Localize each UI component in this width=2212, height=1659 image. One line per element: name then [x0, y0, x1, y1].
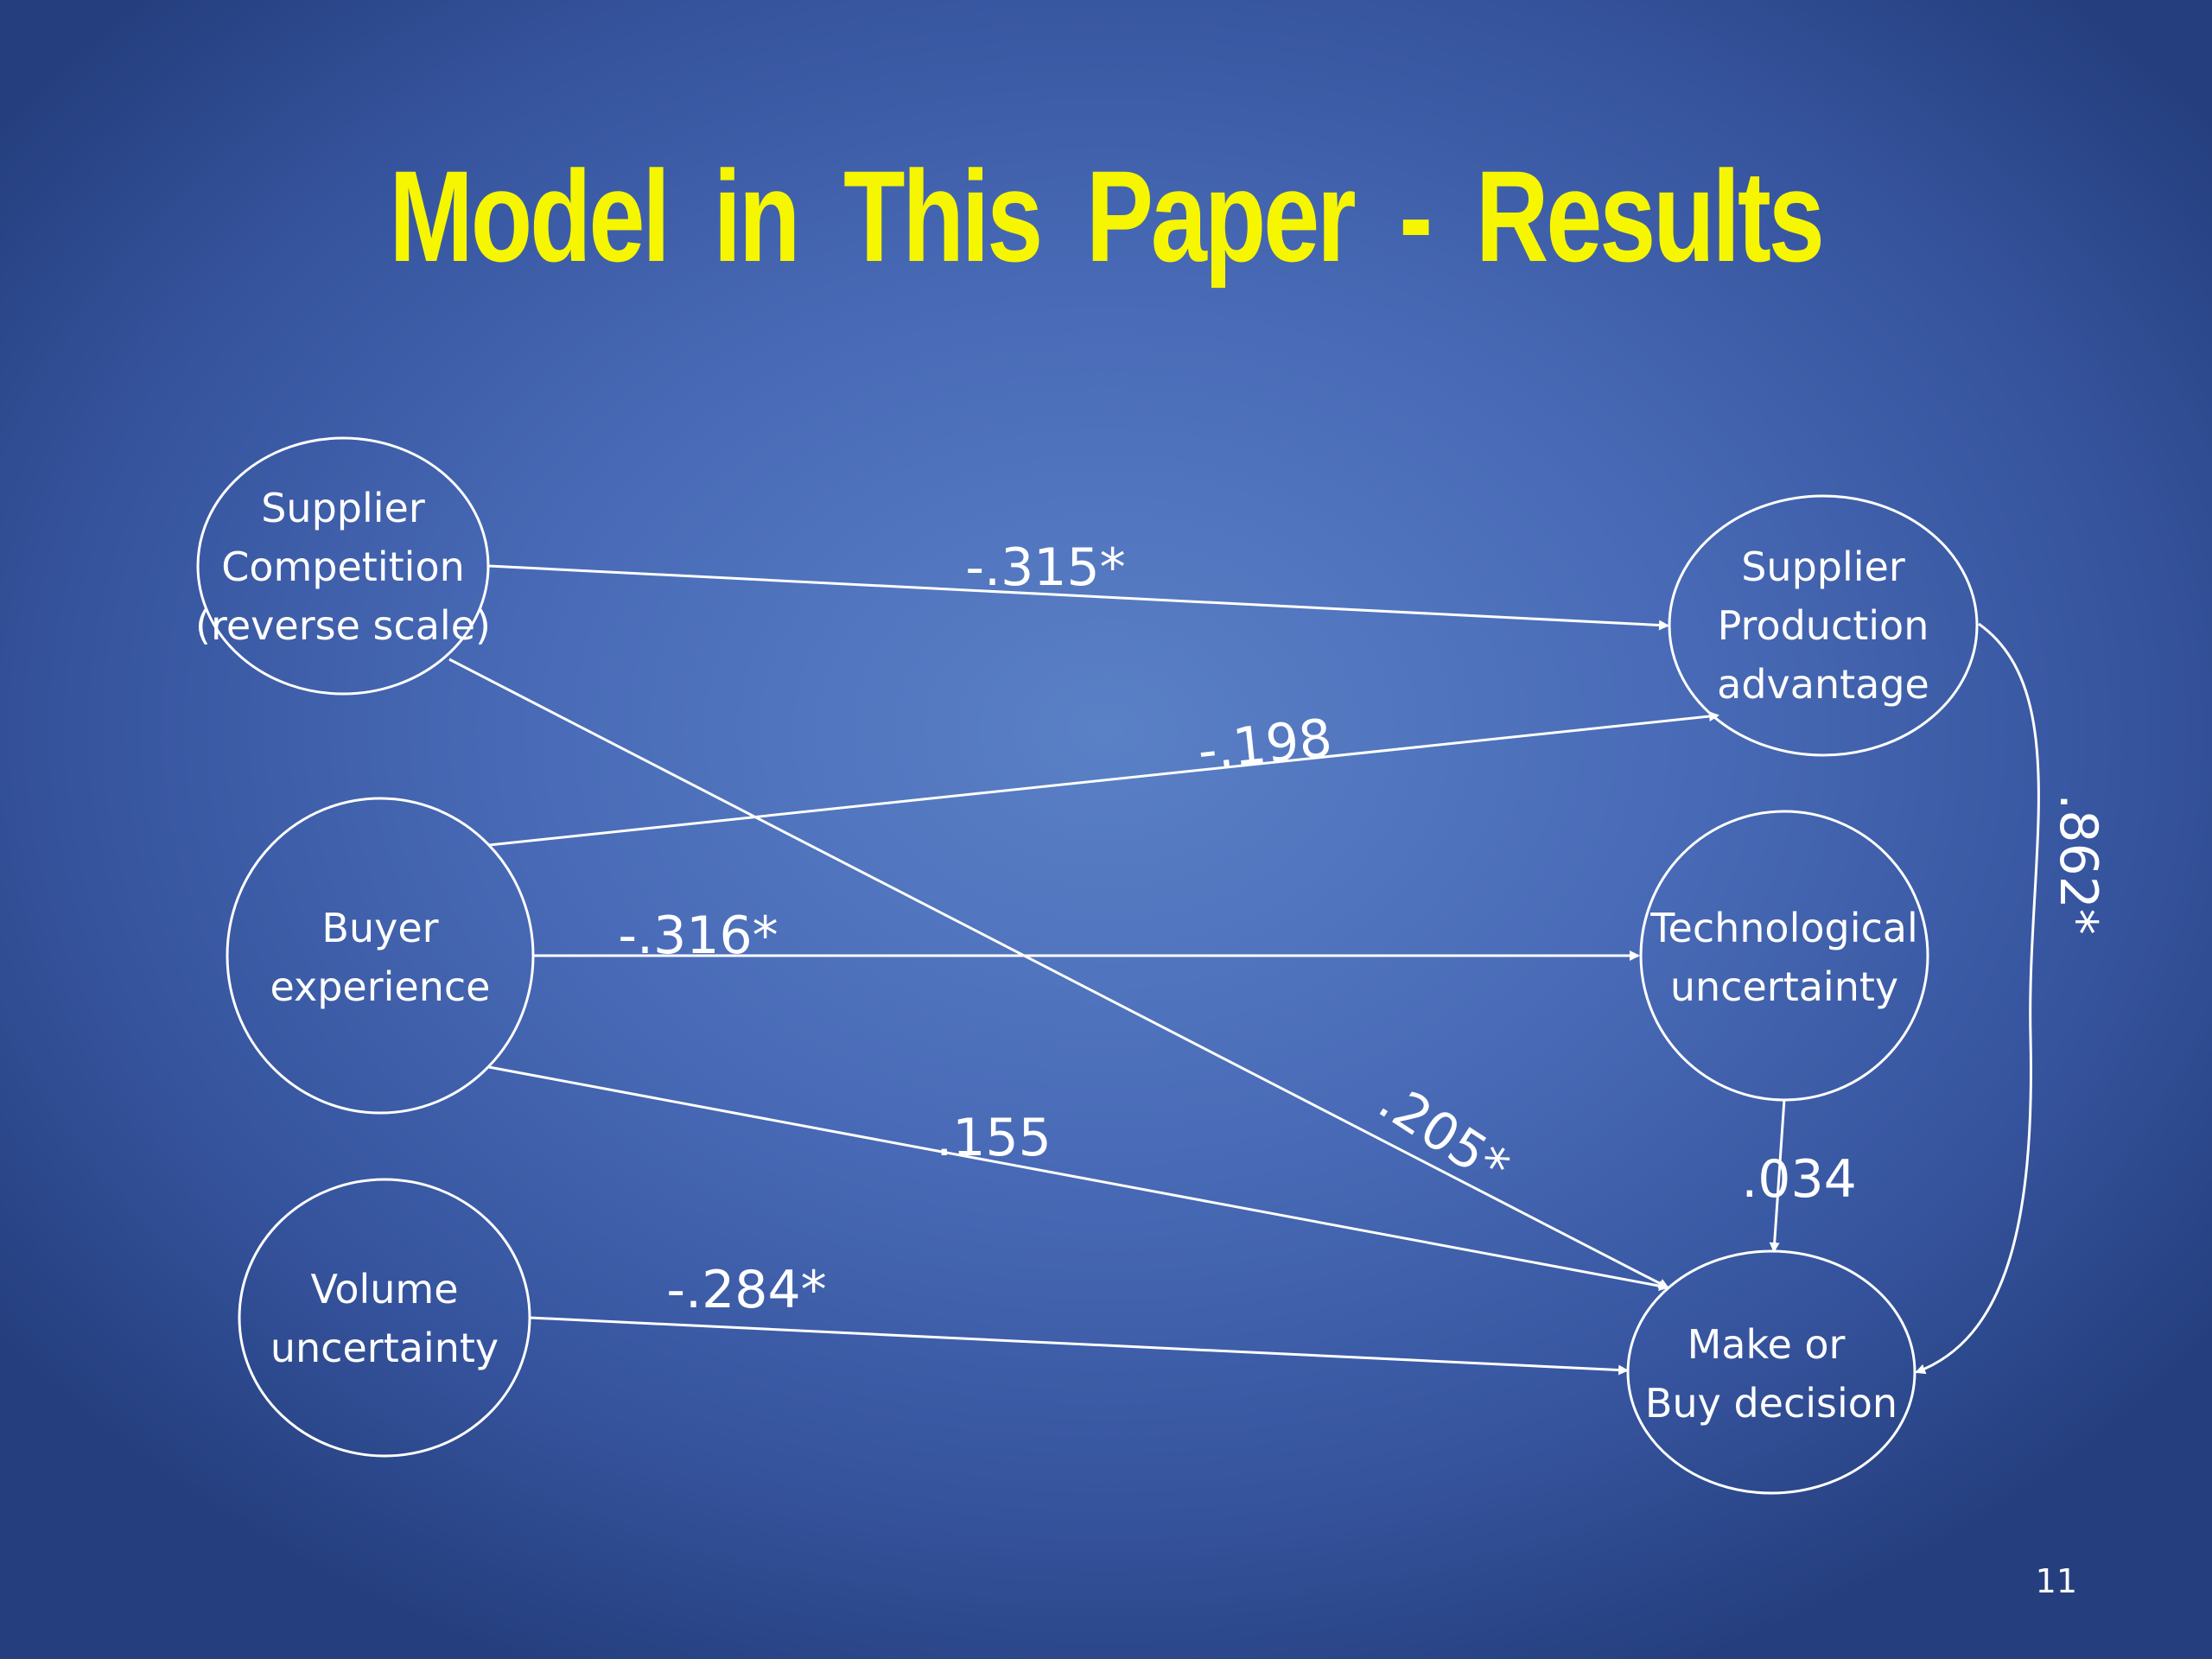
edge-be-to-spa: [488, 711, 1719, 847]
node-supplier-competition: Supplier Competition (reverse scale): [195, 436, 491, 696]
edge-label-tu-to-mbd: .034: [1741, 1149, 1857, 1210]
node-label-line: uncertainty: [1670, 963, 1898, 1010]
node-buyer-experience: Buyer experience: [226, 797, 535, 1115]
node-label-line: Supplier: [261, 485, 425, 531]
node-technological-uncertainty: Technological uncertainty: [1639, 810, 1929, 1102]
node-label-line: Volume: [310, 1266, 458, 1313]
edge-spa-to-mbd: [1915, 622, 2040, 1375]
node-label-line: uncertainty: [270, 1325, 499, 1371]
edge-label-sc-to-spa: -.315*: [965, 537, 1125, 598]
node-label-line: Production: [1718, 602, 1929, 649]
edge-be-to-mbd: [488, 1065, 1669, 1292]
node-label-line: Competition: [221, 543, 465, 590]
edge-sc-to-mbd: [448, 658, 1669, 1289]
node-label-line: Make or: [1688, 1321, 1846, 1368]
node-volume-uncertainty: Volume uncertainty: [238, 1178, 531, 1458]
node-label-line: Buy decision: [1645, 1380, 1897, 1427]
edge-tu-to-mbd: [1769, 1098, 1786, 1253]
node-label-line: experience: [270, 963, 491, 1010]
edge-label-be-to-spa: -.198: [1195, 708, 1335, 782]
edge-label-sc-to-mbd: .205*: [1368, 1071, 1519, 1198]
node-label-line: advantage: [1717, 661, 1929, 708]
node-supplier-production-advantage: Supplier Production advantage: [1668, 494, 1979, 757]
node-label-line: Buyer: [321, 905, 438, 951]
node-label-line: (reverse scale): [195, 602, 491, 649]
node-label-line: Supplier: [1741, 543, 1905, 590]
edge-label-be-to-mbd: .155: [936, 1108, 1052, 1168]
edge-label-be-to-tu: -.316*: [618, 906, 778, 966]
edge-vu-to-mbd: [529, 1316, 1629, 1376]
node-label-line: Technological: [1649, 905, 1918, 951]
edge-sc-to-spa: [488, 564, 1669, 631]
node-make-or-buy-decision: Make or Buy decision: [1626, 1249, 1916, 1495]
edge-label-vu-to-mbd: -.284*: [666, 1260, 826, 1320]
page-number: 11: [2035, 1562, 2077, 1600]
slide-title: Model in This Paper - Results: [389, 143, 1824, 289]
edge-label-spa-to-mbd: .862*: [2048, 793, 2108, 935]
